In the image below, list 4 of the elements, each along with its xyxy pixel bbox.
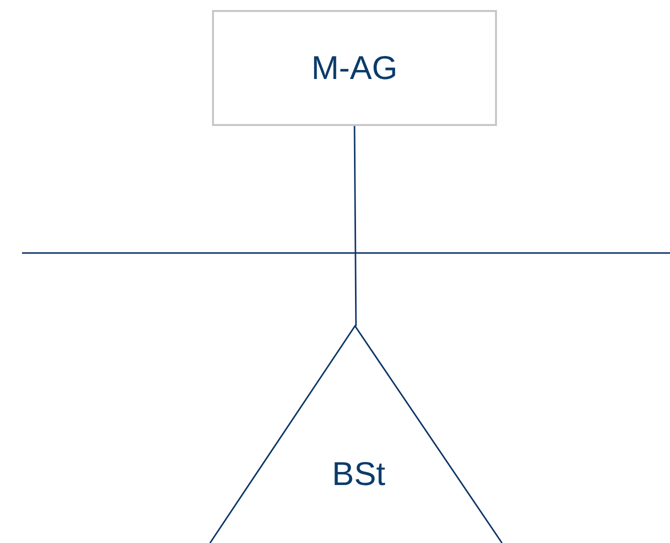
- node-label: BSt: [332, 454, 386, 493]
- process-box: [212, 10, 497, 126]
- connector-line: [354, 126, 357, 326]
- node-label: M-AG: [311, 49, 398, 87]
